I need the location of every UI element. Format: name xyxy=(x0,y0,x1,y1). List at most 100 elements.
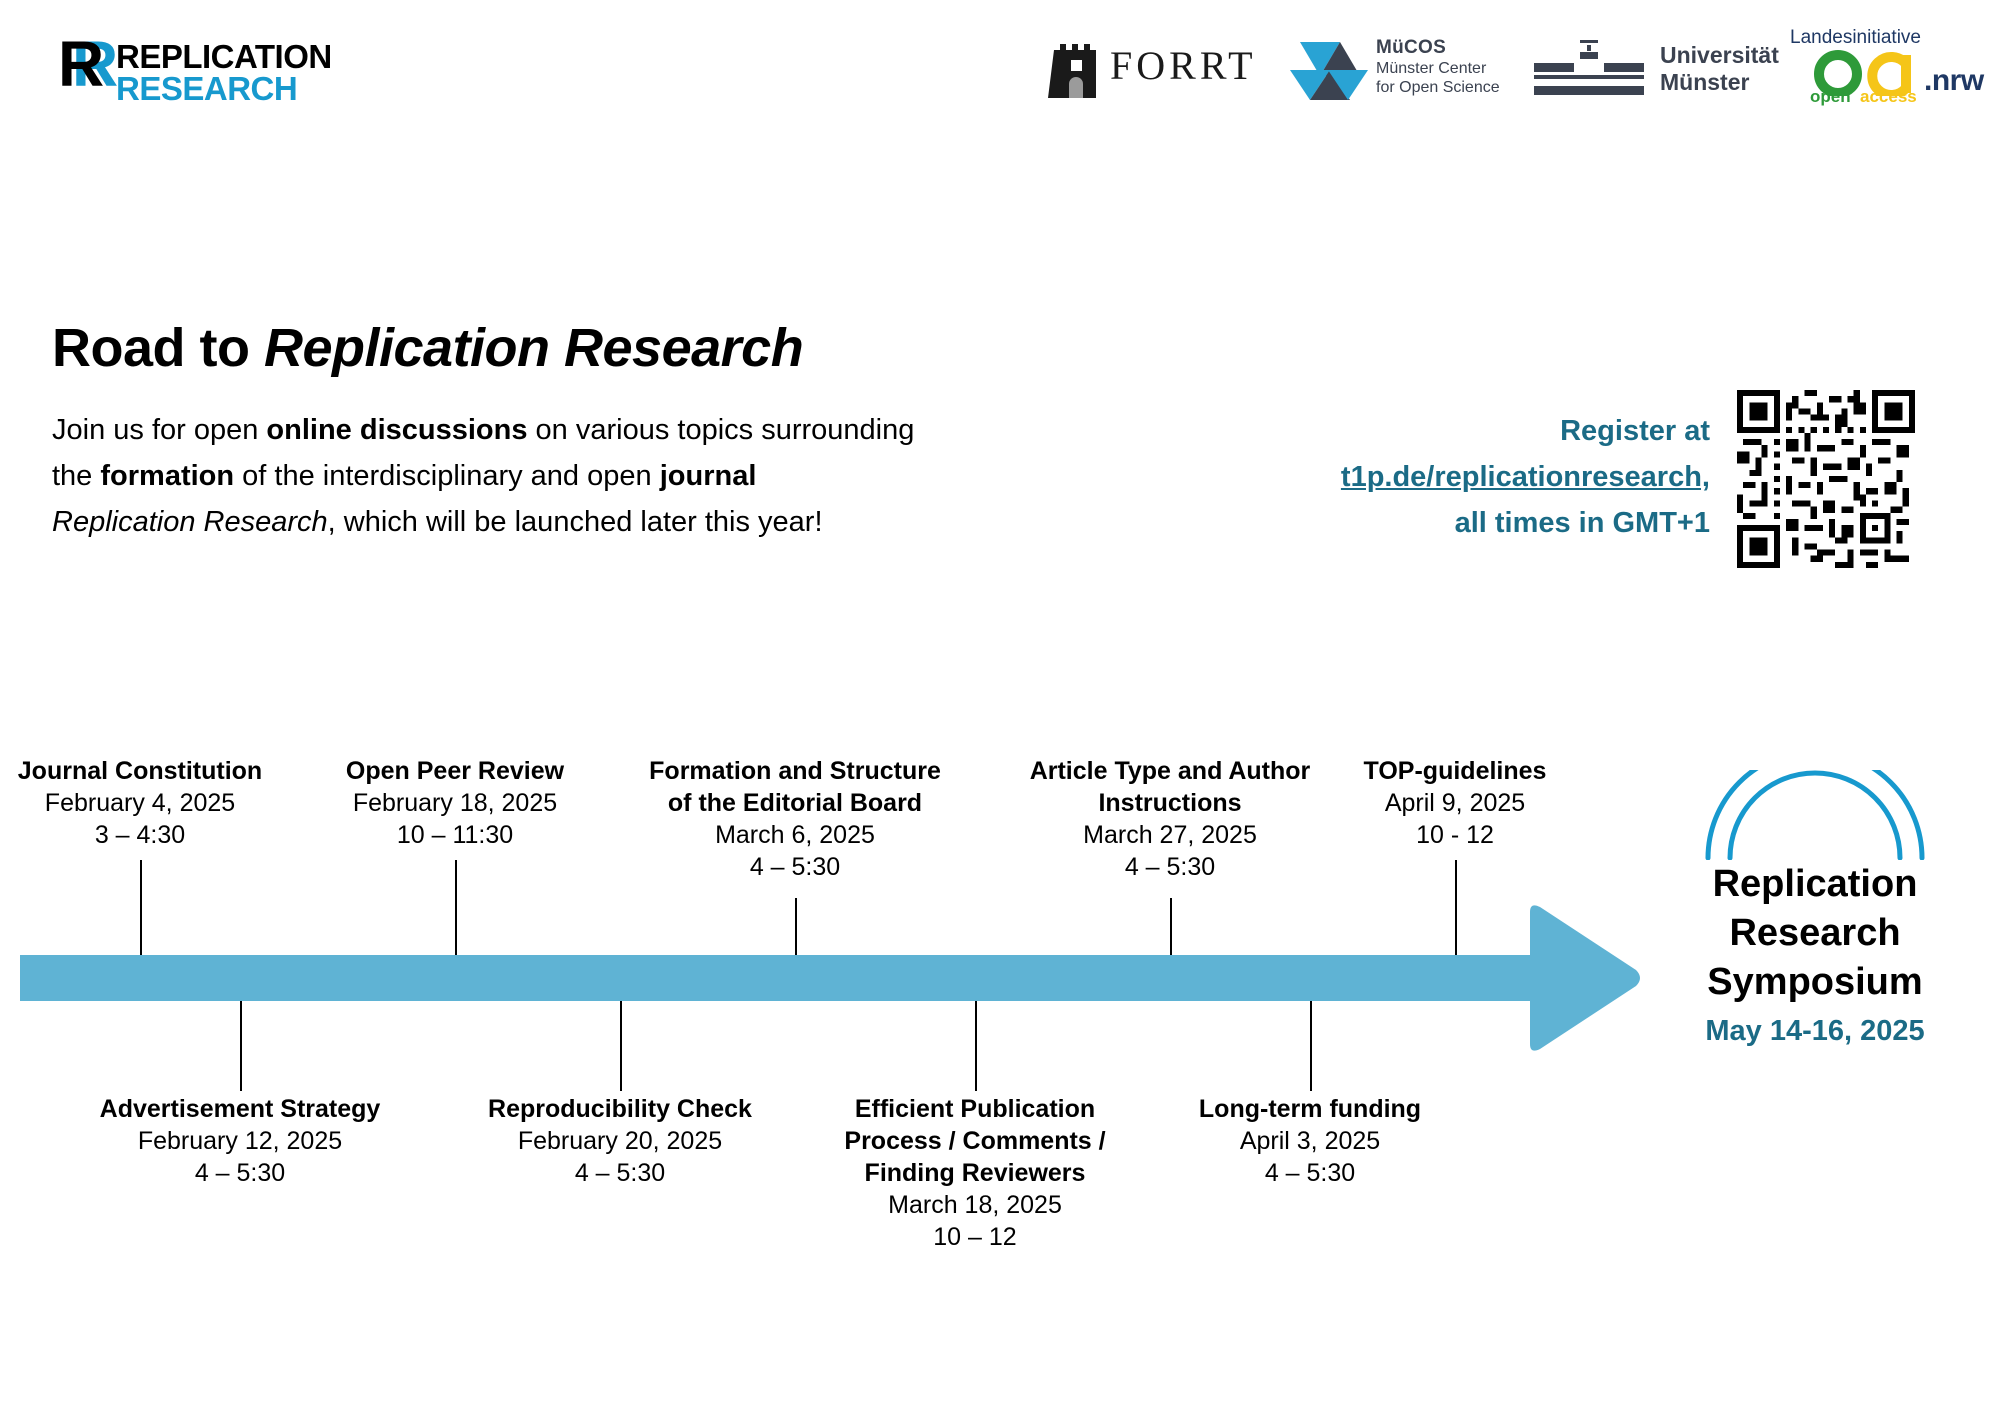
logo-open-access-nrw: Landesinitiative .nrw open access xyxy=(1778,27,1984,106)
logo-r-mark-black: R xyxy=(58,28,104,100)
event-time: 10 - 12 xyxy=(1416,821,1494,849)
event-date: February 18, 2025 xyxy=(352,789,558,817)
timeline-event-below-2: Reproducibility Check February 20, 2025 … xyxy=(455,1093,785,1189)
event-title: Formation and Structure xyxy=(649,757,941,785)
timeline-arrow-icon xyxy=(1524,902,1644,1054)
event-date: March 18, 2025 xyxy=(888,1191,1062,1219)
intro-l1a: Join us for open xyxy=(52,414,267,446)
tick-above-3 xyxy=(795,898,797,955)
uni-line1: Universität xyxy=(1660,42,1779,68)
register-block: Register at t1p.de/replicationresearch, … xyxy=(1150,408,1710,546)
register-timezone-note: all times in GMT+1 xyxy=(1454,507,1710,539)
event-time: 4 – 5:30 xyxy=(1264,1159,1356,1187)
tick-below-2 xyxy=(620,1001,622,1091)
event-date: April 9, 2025 xyxy=(1384,789,1526,817)
tick-below-3 xyxy=(975,1001,977,1091)
castle-tower-icon xyxy=(1048,38,1104,103)
event-title: Journal Constitution xyxy=(17,757,263,785)
event-title-line2: of the Editorial Board xyxy=(667,789,923,817)
event-time: 3 – 4:30 xyxy=(94,821,186,849)
event-date: February 12, 2025 xyxy=(137,1127,343,1155)
timeline-event-above-1: Journal Constitution February 4, 2025 3 … xyxy=(0,755,280,851)
event-title: Advertisement Strategy xyxy=(99,1095,381,1123)
tick-above-1 xyxy=(140,860,142,955)
logo-r-mark-blue: R xyxy=(72,28,118,100)
timeline-event-above-4: Article Type and Author Instructions Mar… xyxy=(995,755,1345,883)
event-date: March 6, 2025 xyxy=(715,821,875,849)
oa-open-text: open xyxy=(1810,87,1851,106)
event-time: 4 – 5:30 xyxy=(1124,853,1216,881)
intro-l2a: the xyxy=(52,460,101,492)
title-italic: Replication Research xyxy=(263,318,804,378)
mucos-subtitle-line1: Münster Center xyxy=(1376,60,1487,77)
oa-mark-icon xyxy=(1814,50,1926,101)
timeline-bar xyxy=(20,955,1530,1001)
symposium-date: May 14-16, 2025 xyxy=(1705,1015,1925,1047)
symposium-line3: Symposium xyxy=(1707,961,1923,1003)
logo-universitaet-muenster: Universität Münster xyxy=(1528,36,1779,103)
intro-l3a: Replication Research xyxy=(52,506,328,538)
event-title: Reproducibility Check xyxy=(488,1095,752,1123)
intro-l2c: of the interdisciplinary and open xyxy=(234,460,660,492)
intro-l1c: on various topics surrounding xyxy=(527,414,915,446)
page-title: Road to Replication Research xyxy=(52,318,804,378)
event-time: 4 – 5:30 xyxy=(574,1159,666,1187)
title-plain: Road to xyxy=(52,318,264,378)
event-time: 10 – 11:30 xyxy=(396,821,514,849)
event-title: Long-term funding xyxy=(1198,1095,1422,1123)
event-time: 4 – 5:30 xyxy=(194,1159,286,1187)
symposium-line1: Replication xyxy=(1712,863,1918,905)
timeline-event-above-5: TOP-guidelines April 9, 2025 10 - 12 xyxy=(1320,755,1590,851)
tick-below-1 xyxy=(240,1001,242,1091)
timeline-event-below-1: Advertisement Strategy February 12, 2025… xyxy=(70,1093,410,1189)
tick-above-5 xyxy=(1455,860,1457,955)
event-date: March 27, 2025 xyxy=(1083,821,1257,849)
event-date: February 20, 2025 xyxy=(517,1127,723,1155)
event-title: TOP-guidelines xyxy=(1363,757,1547,785)
timeline-event-above-2: Open Peer Review February 18, 2025 10 – … xyxy=(315,755,595,851)
symposium-line2: Research xyxy=(1729,912,1901,954)
logo-mucos: MüCOS Münster Center for Open Science xyxy=(1290,36,1510,104)
logo-forrt: FORRT xyxy=(1048,36,1253,98)
forrt-wordmark: FORRT xyxy=(1110,43,1257,88)
tick-above-2 xyxy=(455,860,457,955)
event-time: 4 – 5:30 xyxy=(749,853,841,881)
uni-line2: Münster xyxy=(1660,69,1750,95)
event-title-line2: Instructions xyxy=(1098,789,1242,817)
logo-replication-text: REPLICATION xyxy=(116,38,332,75)
symposium-arcs-icon xyxy=(1660,748,1970,861)
intro-l1b: online discussions xyxy=(266,414,528,446)
event-date: April 3, 2025 xyxy=(1239,1127,1381,1155)
intro-l2d: journal xyxy=(659,460,757,492)
register-label: Register at xyxy=(1560,415,1710,447)
event-date: February 4, 2025 xyxy=(44,789,236,817)
mucos-triangles-icon xyxy=(1290,36,1368,105)
symposium-block: Replication Research Symposium May 14-16… xyxy=(1660,748,1970,1051)
intro-paragraph: Join us for open online discussions on v… xyxy=(52,407,1182,545)
logo-research-text: RESEARCH xyxy=(116,70,298,107)
oa-access-text: access xyxy=(1860,87,1917,106)
timeline-event-below-3: Efficient Publication Process / Comments… xyxy=(820,1093,1130,1253)
uni-muenster-bars-icon xyxy=(1528,36,1650,103)
qr-code[interactable] xyxy=(1737,390,1915,568)
intro-l3b: , which will be launched later this year… xyxy=(327,506,823,538)
tick-above-4 xyxy=(1170,898,1172,955)
timeline-event-below-4: Long-term funding April 3, 2025 4 – 5:30 xyxy=(1160,1093,1460,1189)
mucos-subtitle-line2: for Open Science xyxy=(1376,79,1500,96)
header-logo-bar: R R REPLICATION RESEARCH FORRT xyxy=(0,0,2000,135)
oa-nrw-text: .nrw xyxy=(1924,64,1984,97)
event-time: 10 – 12 xyxy=(933,1223,1017,1251)
event-title: Article Type and Author xyxy=(1029,757,1311,785)
mucos-title: MüCOS xyxy=(1376,37,1447,58)
register-link[interactable]: t1p.de/replicationresearch, xyxy=(1340,461,1710,493)
tick-below-4 xyxy=(1310,1001,1312,1091)
event-title-line3: Finding Reviewers xyxy=(864,1159,1086,1187)
event-title: Open Peer Review xyxy=(345,757,565,785)
event-title-line2: Process / Comments / xyxy=(844,1127,1106,1155)
timeline-event-above-3: Formation and Structure of the Editorial… xyxy=(615,755,975,883)
oa-landesinitiative-text: Landesinitiative xyxy=(1790,27,1921,48)
logo-replication-research: R R REPLICATION RESEARCH xyxy=(58,28,388,107)
intro-l2b: formation xyxy=(100,460,235,492)
